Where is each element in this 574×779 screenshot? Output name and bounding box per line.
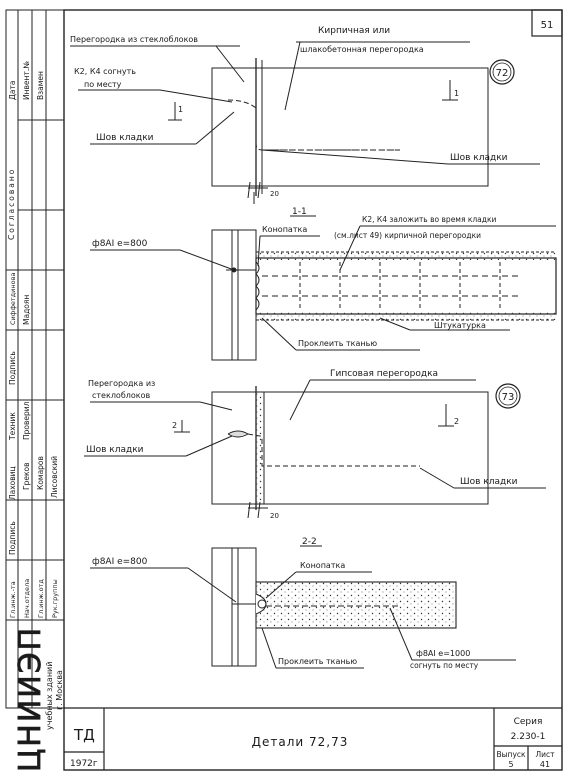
note-1-1-a: К2, К4 заложить во время кладки bbox=[362, 215, 496, 224]
stamp-role-4: Рук.группы bbox=[51, 579, 59, 618]
glue-2-2: Проклеить тканью bbox=[278, 657, 357, 666]
marker-73-circle bbox=[495, 383, 521, 409]
stamp-person-1: Лаховиц bbox=[8, 466, 17, 500]
stamp-replace: Взамен bbox=[36, 71, 45, 100]
rebar2-2-2-b: согнуть по месту bbox=[410, 661, 479, 670]
marker-72: 72 bbox=[496, 68, 509, 79]
section-2-2-title: 2-2 bbox=[302, 537, 317, 547]
label-glassblock-73-2: стеклоблоков bbox=[92, 391, 150, 400]
section-mark-2b: 2 bbox=[454, 417, 459, 426]
marker-72-circle bbox=[489, 59, 515, 85]
stamp-inventory: Инвент.№ bbox=[22, 61, 31, 100]
section-1-1-drawing bbox=[90, 215, 557, 361]
stamp-sign-top: Подпись bbox=[8, 351, 17, 385]
page-number-box bbox=[531, 9, 563, 37]
label-seam-right-73: Шов кладки bbox=[460, 477, 518, 487]
caulk-2-2: Конопатка bbox=[300, 561, 345, 570]
detail-72-labels: Перегородка из стеклоблоков Кирпичная ил… bbox=[70, 26, 508, 198]
label-seam-left-72: Шов кладки bbox=[96, 133, 154, 143]
stamp-agreed: Согласовано bbox=[7, 168, 16, 240]
label-anchor-2: по месту bbox=[84, 80, 122, 89]
series-label: Серия bbox=[514, 717, 543, 727]
section-mark-1b: 1 bbox=[454, 89, 459, 98]
stamp-person-3: Комаров bbox=[36, 456, 45, 490]
stamp-role-3: Гл.инж.отд bbox=[37, 579, 45, 618]
stamp-technician: Техник bbox=[8, 412, 17, 441]
stamp-person-2: Греков bbox=[22, 463, 31, 491]
label-seam-right-72: Шов кладки bbox=[450, 153, 508, 163]
label-brick-2: шлакобетонная перегородка bbox=[300, 45, 424, 54]
stamp-sign-bottom: Подпись bbox=[8, 521, 17, 555]
stamp-date: Дата bbox=[8, 81, 17, 100]
section-mark-1a: 1 bbox=[178, 105, 183, 114]
drawing-title: Детали 72,73 bbox=[252, 735, 349, 749]
year: 1972г bbox=[70, 759, 98, 769]
note-1-1-b: (см.лист 49) кирпичной перегородки bbox=[334, 231, 481, 240]
rebar2-2-2-a: ф8АI е=1000 bbox=[416, 649, 470, 658]
stamp-role-1: Гл.инж.-та bbox=[9, 581, 17, 618]
detail-73-drawing bbox=[84, 379, 546, 519]
section-1-1-labels: 1-1 ф8АI е=800 Конопатка К2, К4 заложить… bbox=[92, 207, 496, 348]
label-seam-left-73: Шов кладки bbox=[86, 445, 144, 455]
institute-name: ЦНИИЭП bbox=[13, 626, 48, 772]
sheet-label: Лист bbox=[535, 750, 555, 759]
label-glassblock-73-1: Перегородка из bbox=[88, 379, 155, 388]
label-brick-1: Кирпичная или bbox=[318, 26, 390, 36]
caulk-1-1: Конопатка bbox=[262, 225, 307, 234]
page-number: 51 bbox=[541, 20, 554, 31]
series-value: 2.230-1 bbox=[511, 732, 546, 742]
stamp-checked: Проверил bbox=[22, 401, 31, 440]
institute-sub-2: г. Москва bbox=[55, 670, 64, 710]
section-mark-2a: 2 bbox=[172, 421, 177, 430]
stamp-role-2: Нач.отдела bbox=[23, 579, 31, 618]
stamp-name-b: Мадоян bbox=[22, 295, 31, 325]
plaster-1-1: Штукатурка bbox=[434, 321, 486, 330]
dim-72: 20 bbox=[270, 190, 279, 198]
stage: ТД bbox=[73, 726, 95, 744]
label-anchor-1: К2, К4 согнуть bbox=[74, 67, 136, 76]
section-1-1-title: 1-1 bbox=[292, 207, 307, 217]
left-stamp-text: Дата Инвент.№ Взамен Согласовано Подпись… bbox=[7, 61, 64, 773]
title-block-text: ТД 1972г Детали 72,73 Серия 2.230-1 Выпу… bbox=[70, 717, 555, 769]
left-stamp bbox=[5, 9, 65, 709]
section-2-2-labels: 2-2 ф8АI е=800 Конопатка Проклеить ткань… bbox=[92, 537, 479, 670]
rebar-1-1: ф8АI е=800 bbox=[92, 239, 148, 249]
detail-73-labels: Перегородка из стеклоблоков Гипсовая пер… bbox=[86, 369, 518, 520]
marker-73: 73 bbox=[502, 392, 515, 403]
stamp-name-a: Сиффетдинова bbox=[9, 273, 17, 325]
detail-72-drawing bbox=[70, 41, 540, 204]
label-glassblock: Перегородка из стеклоблоков bbox=[70, 35, 198, 44]
dim-73: 20 bbox=[270, 512, 279, 520]
stamp-person-4: Лисовский bbox=[50, 456, 59, 498]
sheet-value: 41 bbox=[540, 760, 550, 769]
rebar-2-2: ф8АI е=800 bbox=[92, 557, 148, 567]
title-block bbox=[64, 707, 562, 770]
label-gypsum: Гипсовая перегородка bbox=[330, 369, 438, 379]
section-2-2-drawing bbox=[90, 545, 516, 669]
issue-label: Выпуск bbox=[496, 750, 526, 759]
glue-1-1: Проклеить тканью bbox=[298, 339, 377, 348]
issue-value: 5 bbox=[508, 760, 513, 769]
institute-sub-1: учебных зданий bbox=[45, 662, 54, 730]
